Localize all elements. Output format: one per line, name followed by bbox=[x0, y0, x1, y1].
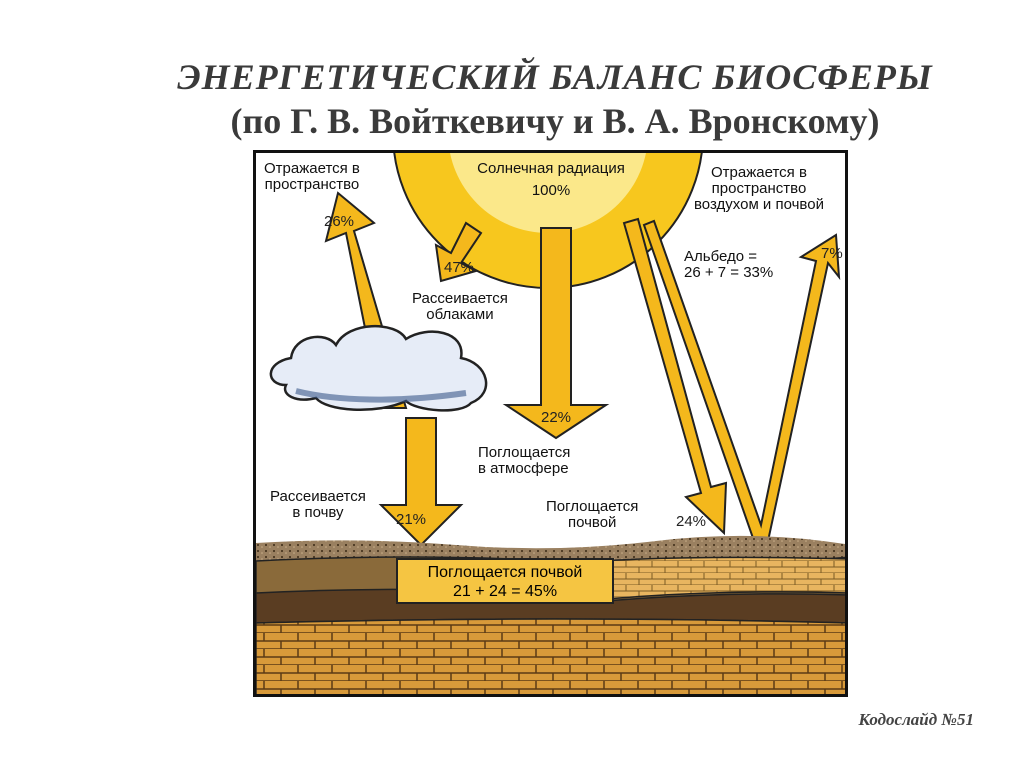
pct-clouds: 47% bbox=[444, 259, 475, 276]
arrow-atmosphere bbox=[502, 227, 610, 440]
soil-box-line-1: Поглощается почвой bbox=[427, 564, 583, 581]
arrow-scatter-soil bbox=[378, 417, 464, 547]
label-absorbed-soil: Поглощается почвой bbox=[546, 498, 639, 531]
arrow-absorbed-soil bbox=[622, 217, 728, 536]
slide-number: Кодослайд №51 bbox=[858, 710, 974, 729]
arrow-reflected-right bbox=[642, 219, 841, 542]
soil-absorption-box: Поглощается почвой 21 + 24 = 45% bbox=[396, 558, 614, 604]
pct-atmosphere: 22% bbox=[541, 409, 572, 426]
diagram-graphics bbox=[256, 153, 845, 694]
sun-label: Солнечная радиация bbox=[477, 160, 625, 177]
title-line-1: ЭНЕРГЕТИЧЕСКИЙ БАЛАНС БИОСФЕРЫ bbox=[177, 57, 933, 97]
label-reflected-right: Отражается в пространство воздухом и поч… bbox=[694, 164, 824, 213]
label-clouds: Рассеивается облаками bbox=[412, 290, 508, 323]
diagram-panel: Солнечная радиация 100% Отражается в про… bbox=[253, 150, 848, 697]
pct-scatter-soil: 21% bbox=[396, 511, 427, 528]
sun-value: 100% bbox=[531, 182, 571, 199]
cloud bbox=[269, 325, 488, 412]
sun bbox=[393, 153, 703, 289]
label-scatter-soil: Рассеивается в почву bbox=[270, 488, 366, 521]
pct-absorbed-soil: 24% bbox=[676, 513, 707, 530]
label-reflected-left: Отражается в пространство bbox=[264, 160, 360, 193]
label-atmosphere: Поглощается в атмосфере bbox=[478, 444, 571, 477]
title-line-2: (по Г. В. Войткевичу и В. А. Вронскому) bbox=[230, 101, 880, 141]
pct-reflected-left: 26% bbox=[324, 213, 355, 230]
label-albedo: Альбедо = 26 + 7 = 33% bbox=[684, 248, 774, 281]
pct-reflected-right: 7% bbox=[821, 245, 843, 262]
arrow-clouds bbox=[434, 221, 483, 283]
soil-box-line-2: 21 + 24 = 45% bbox=[452, 583, 558, 600]
soil-layers bbox=[256, 535, 845, 694]
